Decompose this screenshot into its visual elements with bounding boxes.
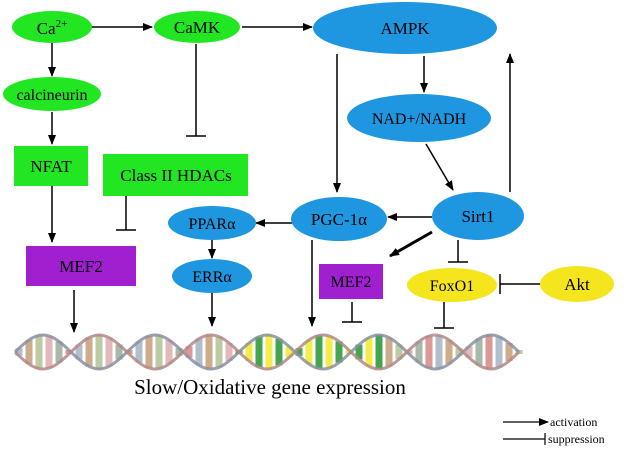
node-foxo1-label: FoxO1 <box>430 278 474 295</box>
dna-rung <box>75 344 83 360</box>
node-mef2-left-label: MEF2 <box>59 257 102 276</box>
node-nfat: NFAT <box>14 146 88 186</box>
edges <box>48 23 540 333</box>
dna-rung <box>485 335 493 369</box>
dna-rung <box>395 344 403 360</box>
dna-rung <box>415 341 423 363</box>
node-class-ii-hdacs: Class II HDACs <box>103 154 248 196</box>
inhibit-mef2-dna <box>342 302 362 323</box>
dna-rung <box>115 344 123 360</box>
inhibit-hdac-mef2 <box>116 196 136 231</box>
dna-rung <box>505 342 513 362</box>
dna-rung <box>205 335 213 369</box>
node-ppar: PPARα <box>168 206 256 240</box>
node-akt: Akt <box>540 266 614 302</box>
dna-backbone <box>13 333 521 371</box>
dna-rung <box>355 344 363 360</box>
node-ampk: AMPK <box>313 2 497 54</box>
dna-rung <box>455 348 463 356</box>
dna-rung <box>305 339 313 365</box>
dna-rung <box>35 335 43 369</box>
dna-rung <box>335 341 343 363</box>
node-mef2-right-label: MEF2 <box>331 274 372 291</box>
node-nad-label: NAD+/NADH <box>372 111 467 128</box>
dna-rung <box>215 336 223 368</box>
caption: Slow/Oxidative gene expression <box>134 375 406 399</box>
svg-text:Ca2+: Ca2+ <box>37 18 68 38</box>
node-err: ERRα <box>172 259 252 293</box>
node-camk-label: CaMK <box>174 18 221 37</box>
dna-rung <box>315 335 323 369</box>
dna-helix <box>13 333 523 371</box>
arrow-nad-sirt1 <box>425 143 454 191</box>
arrow-sirt1-mef2 <box>389 230 433 258</box>
node-sirt1: Sirt1 <box>432 192 524 240</box>
dna-rung <box>185 346 193 358</box>
dna-rung <box>85 337 93 367</box>
dna-rung <box>145 335 153 369</box>
node-mef2-right: MEF2 <box>319 264 383 299</box>
dna-rung <box>325 335 333 369</box>
node-ca-label: Ca <box>37 19 56 38</box>
node-ca-superscript: 2+ <box>56 18 68 30</box>
dna-rung <box>25 339 33 365</box>
legend-suppression-label: suppression <box>548 432 605 446</box>
dna-rung <box>55 341 63 363</box>
node-calcineurin-label: calcineurin <box>16 87 87 104</box>
dna-rung <box>275 338 283 366</box>
dna-rung <box>365 337 373 367</box>
dna-rung <box>135 341 143 363</box>
dna-rung <box>255 336 263 368</box>
dna-rung <box>285 346 293 358</box>
node-ampk-label: AMPK <box>380 19 430 38</box>
dna-rung <box>15 348 23 356</box>
dna-rung <box>425 335 433 369</box>
dna-rung <box>155 335 163 369</box>
dna-rung <box>475 338 483 366</box>
dna-rung <box>245 342 253 362</box>
node-hdac-label: Class II HDACs <box>120 166 231 185</box>
node-ca: Ca2+ <box>12 11 92 43</box>
node-pgc: PGC-1α <box>291 197 387 241</box>
dna-backbone <box>13 333 521 371</box>
dna-rung <box>175 348 183 356</box>
inhibit-foxo1-dna <box>434 302 454 329</box>
node-camk: CaMK <box>154 11 240 43</box>
inhibit-camk-hdac <box>186 44 206 137</box>
dna-rung <box>165 339 173 365</box>
node-ppar-label: PPARα <box>189 216 237 233</box>
dna-rung <box>225 342 233 362</box>
dna-rung <box>385 337 393 367</box>
dna-rung <box>465 346 473 358</box>
node-mef2-left: MEF2 <box>26 246 136 286</box>
legend: activation suppression <box>503 415 605 446</box>
node-pgc-label: PGC-1α <box>311 210 367 229</box>
node-akt-label: Akt <box>564 275 590 294</box>
node-err-label: ERRα <box>192 269 232 286</box>
dna-rung <box>105 337 113 367</box>
dna-rung <box>445 339 453 365</box>
dna-rung <box>265 335 273 369</box>
inhibit-akt-foxo1 <box>499 274 540 294</box>
node-foxo1: FoxO1 <box>407 268 497 302</box>
dna-rung <box>375 335 383 369</box>
node-nfat-label: NFAT <box>30 157 72 176</box>
dna-rung <box>495 336 503 368</box>
node-calcineurin: calcineurin <box>3 77 101 111</box>
node-nad: NAD+/NADH <box>347 94 491 142</box>
inhibit-sirt1-foxo1 <box>448 240 468 263</box>
node-sirt1-label: Sirt1 <box>461 207 494 226</box>
dna-rung <box>295 348 303 356</box>
legend-activation-label: activation <box>550 415 597 429</box>
dna-rung <box>435 335 443 369</box>
dna-rung <box>95 335 103 369</box>
dna-rung <box>195 338 203 366</box>
dna-rung <box>45 335 53 369</box>
